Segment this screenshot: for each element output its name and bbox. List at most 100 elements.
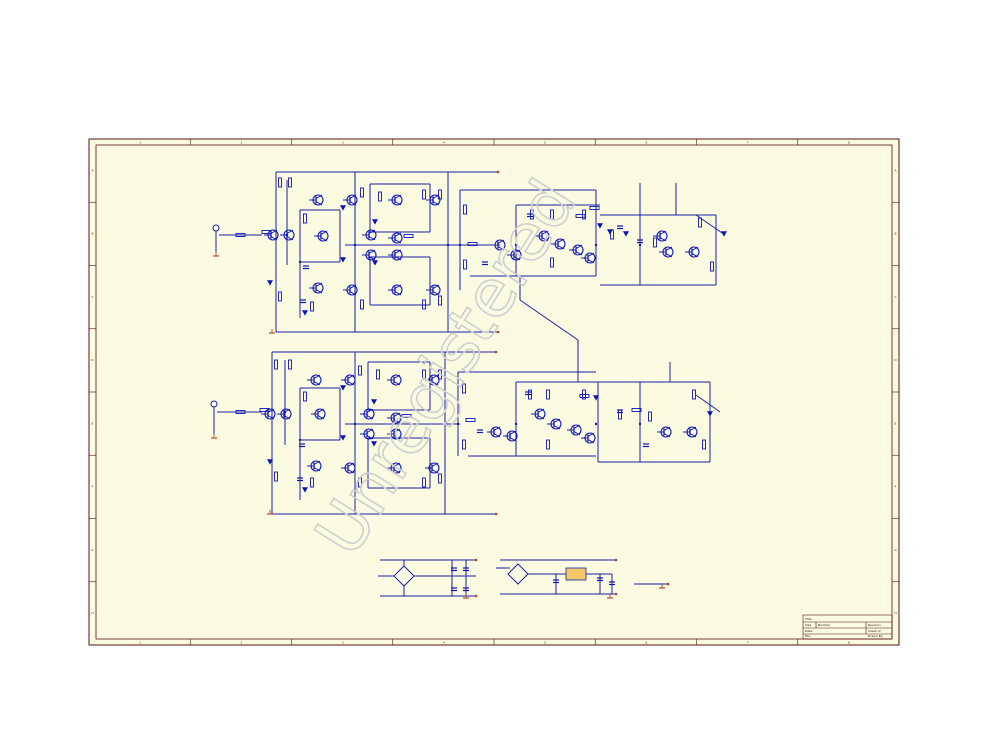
capacitor-symbol (643, 443, 649, 448)
resistor-symbol (579, 394, 590, 398)
resistor-symbol (710, 261, 714, 272)
zone-letter-right: H (894, 611, 896, 615)
resistor-symbol (278, 291, 282, 302)
capacitor-symbol (451, 587, 457, 592)
wire-junction (638, 422, 642, 426)
transistor-emitter (349, 201, 357, 206)
transistor-collector (394, 256, 402, 261)
transistor-symbol (388, 232, 403, 244)
transistor-emitter (320, 237, 328, 242)
diode-symbol (371, 260, 379, 266)
transistor-emitter (575, 251, 583, 256)
transistor-collector (587, 439, 595, 444)
resistor-symbol (235, 410, 246, 414)
zone-letter-right: C (894, 295, 896, 299)
transistor-emitter (347, 381, 355, 386)
rail-terminal (614, 592, 618, 596)
bridge-rectifier-2 (507, 563, 529, 585)
ground-symbol (659, 584, 665, 589)
zone-letter-right: G (894, 548, 897, 552)
transistor-emitter (366, 415, 374, 420)
zone-number-top: 6 (646, 141, 648, 145)
transistor-emitter (317, 415, 325, 420)
resistor-symbol (378, 191, 382, 202)
transistor-symbol (657, 426, 672, 438)
wire-junction (353, 243, 357, 247)
transistor-symbol (387, 428, 402, 440)
components-layer (211, 170, 728, 599)
transistor-symbol (581, 252, 596, 264)
transistor-collector (691, 246, 699, 251)
wire-junction (283, 410, 287, 414)
transistor-symbol (362, 229, 377, 241)
capacitor-symbol (609, 581, 615, 586)
transistor-collector (320, 230, 328, 235)
transistor-collector (493, 426, 501, 431)
zone-number-bottom: 3 (342, 641, 344, 645)
wire-junction (285, 233, 289, 237)
zone-number-bottom: 2 (241, 641, 243, 645)
transistor-collector (513, 256, 521, 261)
transistor-symbol (569, 244, 584, 256)
title-block-date: Date: (805, 629, 813, 633)
transistor-emitter (691, 253, 699, 258)
zone-number-top: 3 (342, 141, 344, 145)
zone-letter-left: B (91, 232, 93, 236)
resistor-symbol (465, 418, 476, 422)
zone-letter-left: G (91, 548, 94, 552)
transistor-collector (509, 437, 517, 442)
resistor-symbol (589, 206, 600, 210)
transistor-symbol (341, 374, 356, 386)
capacitor-symbol (525, 391, 531, 396)
transistor-symbol (551, 238, 566, 250)
resistor-symbol (358, 477, 362, 488)
resistor-symbol (358, 365, 362, 376)
transistor-emitter (587, 432, 595, 437)
voltage-regulator (565, 567, 587, 581)
wire-junction (443, 422, 447, 426)
transistor-collector (665, 253, 673, 258)
zone-number-top: 1 (139, 141, 141, 145)
resistor-symbol (303, 213, 307, 224)
ground-symbol (213, 252, 219, 257)
resistor-symbol (462, 439, 466, 450)
zone-letter-left: H (91, 611, 93, 615)
transistor-emitter (393, 419, 401, 424)
resistor-symbol (575, 214, 586, 218)
resistor-symbol (463, 259, 467, 270)
resistor-symbol (422, 477, 426, 488)
zone-number-top: 2 (241, 141, 243, 145)
resistor-symbol (550, 209, 554, 220)
ground-symbol (267, 510, 273, 515)
resistor-symbol (303, 391, 307, 402)
resistor-symbol (310, 477, 314, 488)
zone-number-bottom: 5 (544, 641, 546, 645)
diode-symbol (596, 223, 604, 229)
resistor-symbol (261, 230, 272, 234)
zone-letter-left: D (91, 358, 94, 362)
transistor-emitter (347, 462, 355, 467)
transistor-symbol (507, 249, 522, 261)
capacitor-symbol (463, 587, 469, 592)
rail-terminal (474, 558, 478, 562)
zone-letter-left: C (91, 295, 93, 299)
capacitor-symbol (597, 577, 603, 582)
transistor-emitter (431, 381, 439, 386)
resistor-symbol (698, 217, 702, 228)
diode-symbol (370, 399, 378, 405)
wire-junction (514, 422, 518, 426)
capacitor-symbol (527, 213, 533, 218)
transistor-collector (366, 408, 374, 413)
transistor-emitter (493, 433, 501, 438)
transistor-collector (659, 230, 667, 235)
zone-letter-right: E (895, 421, 897, 425)
ground-symbol (211, 434, 217, 439)
transistor-collector (368, 229, 376, 234)
zone-number-bottom: 8 (848, 641, 850, 645)
transistor-collector (394, 232, 402, 237)
transistor-collector (315, 289, 323, 294)
resistor-symbol (310, 301, 314, 312)
diode-symbol (720, 231, 728, 237)
diode-symbol (371, 219, 379, 225)
transistor-symbol (503, 430, 518, 442)
